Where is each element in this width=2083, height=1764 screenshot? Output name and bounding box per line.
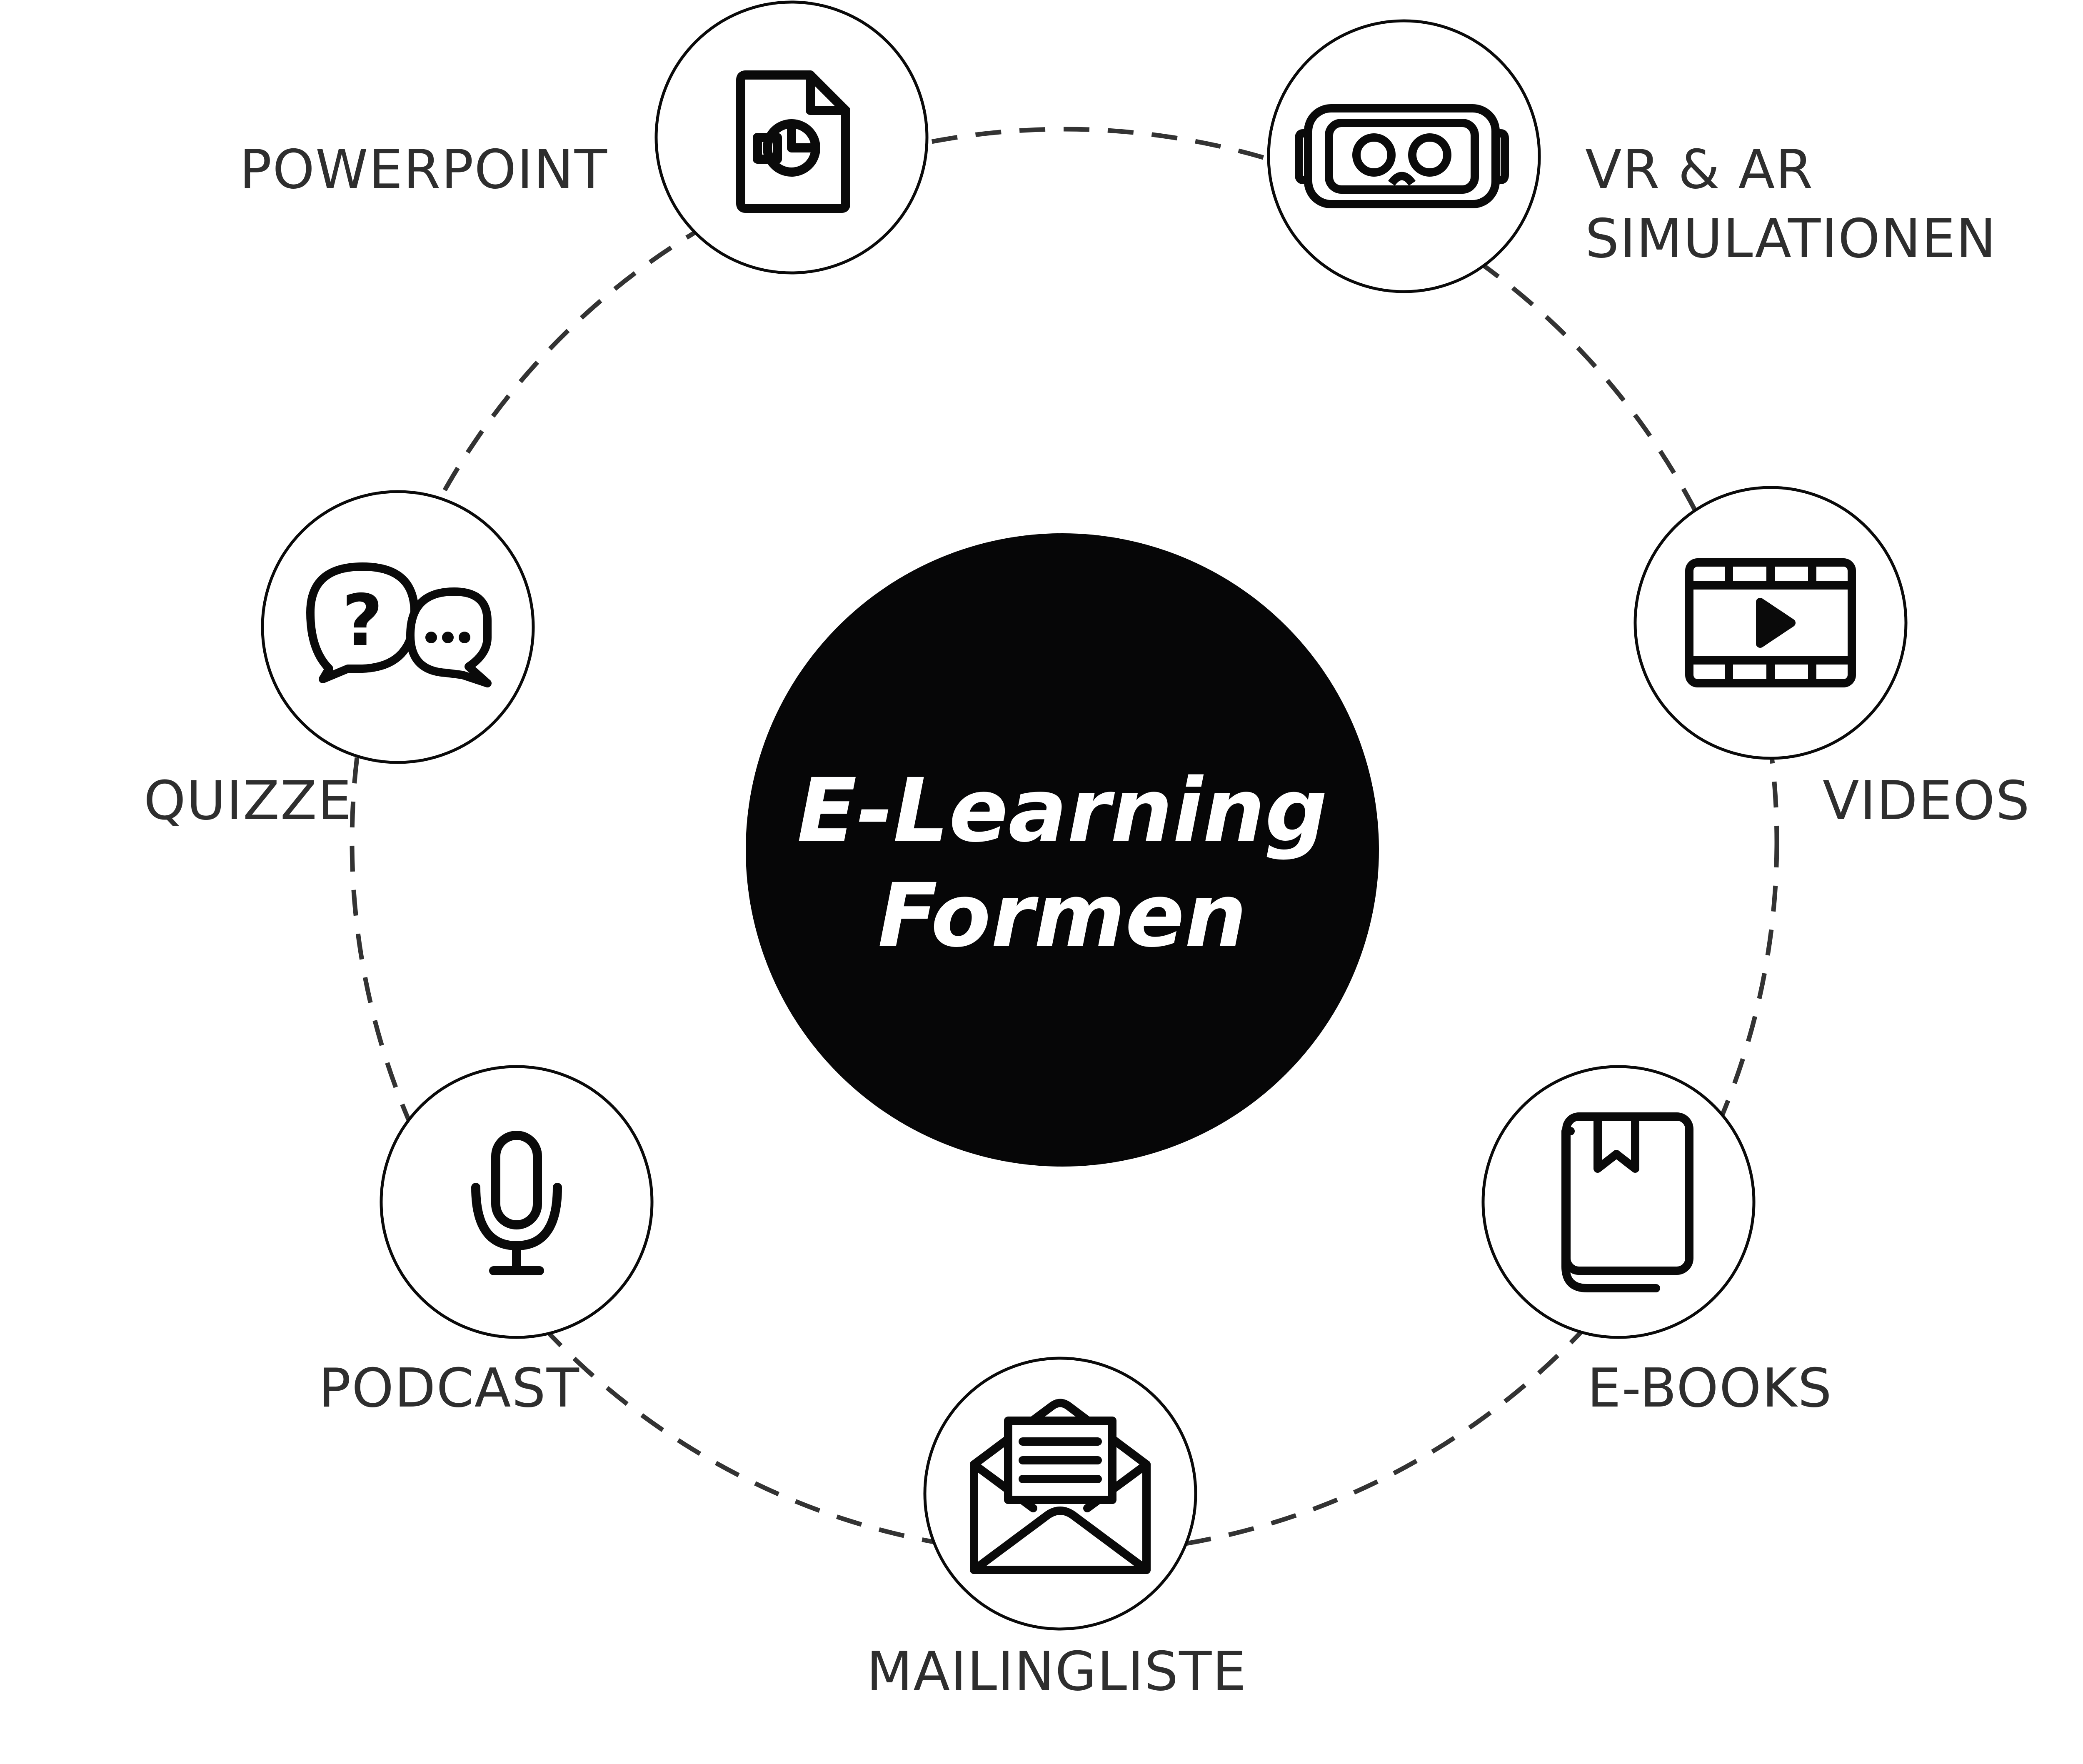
center-circle <box>746 533 1379 1167</box>
label-vr-ar-line1: VR & AR <box>1585 139 1814 201</box>
node-podcast-circle <box>380 1065 654 1339</box>
center-title: E-Learning Formen <box>750 758 1375 968</box>
label-mailingliste: MAILINGLISTE <box>867 1641 1247 1703</box>
center-title-line1: E-Learning <box>797 760 1328 862</box>
node-vr-ar-circle <box>1267 19 1541 293</box>
node-videos <box>1633 486 1908 760</box>
video-film-icon <box>1685 558 1856 687</box>
node-quizze: ? <box>261 490 535 764</box>
label-powerpoint: POWERPOINT <box>240 139 608 201</box>
label-vr-ar: VR & AR SIMULATIONEN <box>1585 135 1997 274</box>
presentation-file-icon <box>736 70 850 213</box>
label-vr-ar-line2: SIMULATIONEN <box>1585 208 1997 270</box>
node-vr-ar <box>1267 19 1541 293</box>
vr-headset-icon <box>1295 104 1509 208</box>
node-podcast <box>380 1065 654 1339</box>
node-mailingliste <box>923 1357 1197 1631</box>
microphone-icon <box>471 1131 562 1275</box>
speech-bubbles-icon: ? <box>306 562 492 687</box>
center-title-line2: Formen <box>878 865 1247 967</box>
svg-text:?: ? <box>342 580 383 662</box>
open-envelope-icon <box>970 1399 1151 1574</box>
label-ebooks: E-BOOKS <box>1587 1357 1833 1419</box>
label-quizze: QUIZZE <box>144 770 352 832</box>
node-ebooks-circle <box>1481 1065 1756 1339</box>
node-powerpoint <box>654 0 929 275</box>
book-icon <box>1561 1112 1693 1292</box>
label-videos: VIDEOS <box>1823 770 2031 832</box>
label-podcast: PODCAST <box>319 1357 580 1419</box>
node-ebooks <box>1481 1065 1756 1339</box>
